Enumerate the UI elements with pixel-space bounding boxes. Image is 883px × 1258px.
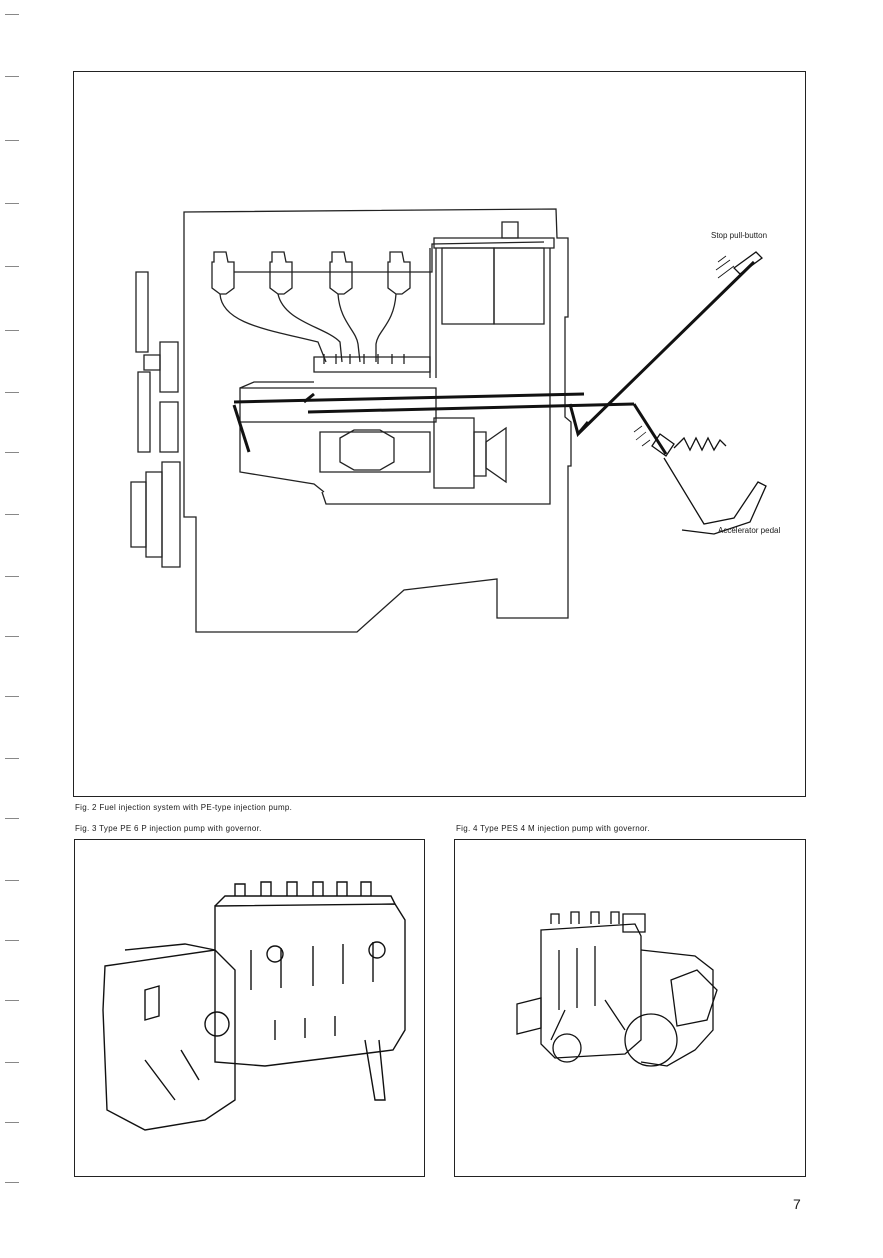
fuel-filters (433, 221, 555, 325)
stop-pull-button-label: Stop pull-button (711, 231, 768, 240)
fig3-illustration-frame (74, 839, 425, 1177)
fuel-injection-system-diagram (130, 208, 767, 633)
accelerator-pedal-label: Accelerator pedal (718, 526, 781, 535)
page-number: 7 (793, 1196, 801, 1212)
stop-pull-button (715, 251, 763, 279)
pe6p-pump-illustration (102, 881, 406, 1131)
binding-margin-marks (0, 0, 30, 1258)
fan (135, 271, 161, 453)
fig3-caption: Fig. 3 Type PE 6 P injection pump with g… (75, 824, 262, 833)
fig4-illustration-frame (454, 839, 806, 1177)
control-linkages (232, 260, 756, 455)
fig2-caption: Fig. 2 Fuel injection system with PE-typ… (75, 803, 293, 812)
leak-off-line (234, 241, 545, 273)
injector-feed-pipe (429, 248, 437, 378)
injection-pump (239, 354, 437, 493)
pump-housing (214, 903, 406, 1067)
accelerator-pedal (633, 425, 767, 535)
crankshaft-pulley (130, 341, 181, 568)
fuel-return-line (321, 248, 551, 505)
pump-housing (540, 923, 642, 1059)
fig4-caption: Fig. 4 Type PES 4 M injection pump with … (456, 824, 650, 833)
injectors (211, 251, 411, 295)
governor-housing (102, 949, 236, 1131)
engine-block-outline (183, 208, 572, 633)
fig2-diagram-frame (73, 71, 806, 797)
delivery-valve-holders (550, 911, 620, 924)
high-pressure-lines (219, 293, 397, 363)
delivery-valve-holders (234, 881, 372, 896)
governor-housing (640, 949, 714, 1067)
filler-cap (622, 913, 646, 933)
governor (433, 417, 507, 489)
pes4m-pump-illustration (516, 911, 718, 1067)
feed-pump (339, 429, 395, 471)
